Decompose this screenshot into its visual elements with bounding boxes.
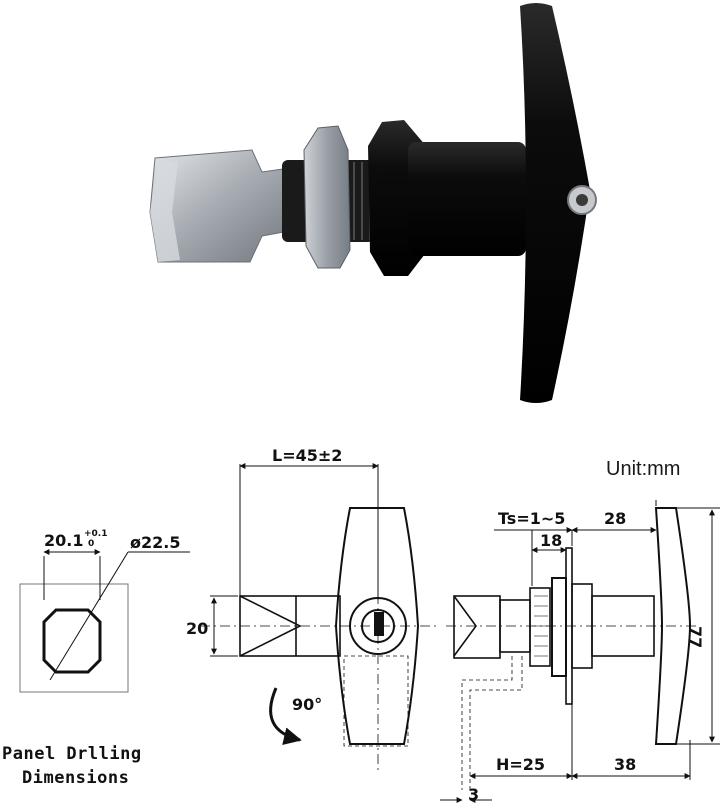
unit-label: Unit:mm — [606, 458, 681, 480]
dim-28: 28 — [604, 509, 626, 528]
dim-square-tol-upper: +0.1 — [84, 529, 107, 539]
t-handle — [520, 3, 590, 403]
dim-thickness: Ts=1~5 — [498, 509, 565, 528]
dim-diameter: ø22.5 — [130, 533, 180, 552]
body-cylinder — [408, 142, 526, 256]
side-view-drawing — [440, 500, 720, 803]
dim-square: 20.1 — [44, 531, 83, 550]
dim-77: 77 — [686, 626, 705, 648]
dim-square-tol-lower: 0 — [88, 539, 94, 549]
panel-cutout-drawing — [19, 549, 190, 693]
technical-drawing — [19, 463, 720, 803]
hex-nut — [303, 125, 351, 269]
dim-3: 3 — [468, 785, 479, 804]
panel-caption-line1: Panel Drlling — [2, 744, 142, 764]
dimension-labels: 20.1 +0.1 0 ø22.5 L=45±2 20 90° Ts=1~5 2… — [44, 446, 705, 804]
dim-height-20: 20 — [186, 619, 208, 638]
dim-length: L=45±2 — [272, 446, 342, 465]
panel-caption-line2: Dimensions — [22, 768, 130, 788]
dim-18: 18 — [540, 531, 562, 550]
front-view-drawing — [200, 463, 440, 770]
lock-photo — [149, 3, 597, 403]
dim-h25: H=25 — [496, 755, 545, 774]
dim-rotation: 90° — [292, 695, 322, 714]
dim-38: 38 — [614, 755, 636, 774]
